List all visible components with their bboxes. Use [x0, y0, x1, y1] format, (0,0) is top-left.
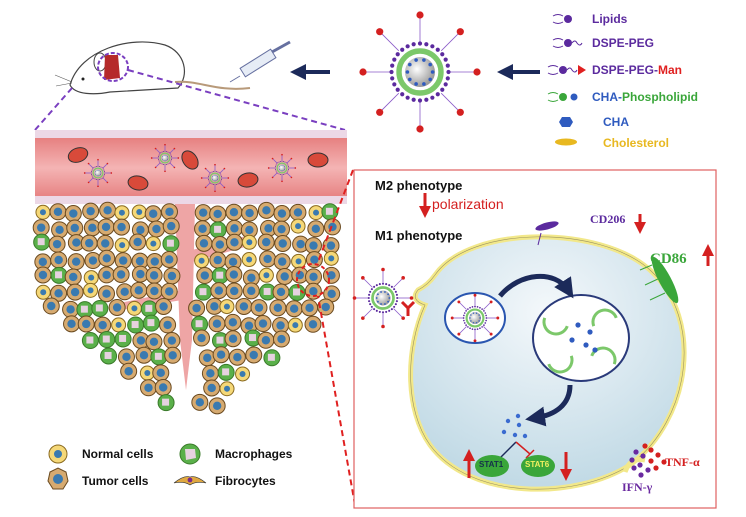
legend-label: DSPE-PEG- — [592, 63, 659, 77]
legend-item-cholesterol: Cholesterol — [603, 136, 669, 150]
vessel-nanoparticle — [267, 153, 297, 183]
syringe-icon — [229, 40, 291, 83]
nanoparticle-icon — [359, 11, 481, 133]
macrophage-zoom-callout — [296, 169, 356, 506]
legend-label-phospholipid: Phospholipid — [622, 90, 698, 104]
m1-phenotype-label: M1 phenotype — [375, 228, 463, 243]
m2-phenotype-label: M2 phenotype — [375, 178, 463, 193]
dspe-peg-man-icon — [547, 65, 586, 75]
internalized-nanoparticle — [450, 293, 500, 343]
lipid-icon — [552, 14, 572, 24]
macrophage-icon — [179, 443, 201, 465]
cd86-receptor-icon — [639, 256, 679, 304]
docking-nanoparticle — [352, 267, 414, 329]
red-blood-cell — [307, 152, 329, 168]
cell-legend-icons — [47, 443, 207, 490]
legend-label: Cholesterol — [603, 136, 670, 150]
red-blood-cell — [67, 147, 89, 163]
fibrocyte-icon — [173, 476, 207, 486]
legend-label: CHA- — [592, 90, 622, 104]
mouse-illustration — [54, 41, 251, 95]
dspe-peg-icon — [552, 38, 583, 48]
cytokines — [629, 443, 667, 478]
legend-fibrocytes: Fibrocytes — [215, 474, 276, 488]
red-blood-cell — [181, 150, 199, 170]
component-legend-icons — [547, 14, 586, 146]
red-blood-cell — [127, 175, 149, 191]
cha-molecules — [501, 413, 528, 439]
tumor-tissue — [32, 201, 341, 415]
cholesterol-icon — [555, 138, 577, 146]
cha-phospholipid-icon — [547, 92, 578, 102]
legend-item-cha: CHA — [603, 115, 629, 129]
release-arrow-icon — [525, 384, 573, 427]
cha-icon — [559, 117, 573, 127]
mannose-receptor-icon — [400, 300, 416, 316]
normal-cell-icon — [48, 444, 68, 464]
blood-vessel — [35, 130, 347, 390]
zoom-guide-lines — [34, 69, 346, 131]
stat6-label: STAT6 — [525, 460, 550, 469]
legend-normal-cells: Normal cells — [82, 447, 154, 461]
endocytosis-arrow-icon — [498, 274, 574, 299]
red-blood-cells — [67, 147, 329, 191]
tnf-alpha-label: TNF-α — [665, 455, 700, 469]
released-cha — [542, 308, 618, 374]
legend-item-lipids: Lipids — [592, 12, 627, 26]
cd86-label: CD86 — [650, 251, 687, 267]
legend-macrophages: Macrophages — [215, 447, 293, 461]
tumor-cell-icon — [47, 467, 69, 490]
ifn-gamma-label: IFN-γ — [622, 480, 653, 494]
legend-tumor-cells: Tumor cells — [82, 474, 149, 488]
legend-item-dspe-peg-man: DSPE-PEG-Man — [592, 63, 682, 77]
lysosome — [532, 294, 630, 382]
vessel-nanoparticle — [200, 163, 230, 193]
inhibition-icon — [515, 441, 535, 459]
vessel-nanoparticle — [83, 158, 113, 188]
cd206-label: CD206 — [590, 212, 626, 226]
cd206-receptor-icon — [535, 221, 559, 246]
stat1-node — [475, 455, 509, 477]
vessel-nanoparticles — [83, 143, 297, 193]
stat1-label: STAT1 — [479, 460, 504, 469]
polarization-label: polarization — [432, 196, 504, 212]
legend-label: DSPE-PEG — [592, 36, 655, 50]
legend-label: CHA — [603, 115, 629, 129]
legend-item-cha-phospholipid: CHA-Phospholipid — [592, 90, 698, 104]
tumor-icon — [104, 55, 120, 80]
vessel-nanoparticle — [150, 143, 180, 173]
legend-label-man: Man — [658, 63, 683, 77]
red-blood-cell — [237, 172, 259, 188]
stat6-node — [521, 455, 555, 477]
legend-label: Lipids — [592, 12, 628, 26]
legend-item-dspe-peg: DSPE-PEG — [592, 36, 654, 50]
